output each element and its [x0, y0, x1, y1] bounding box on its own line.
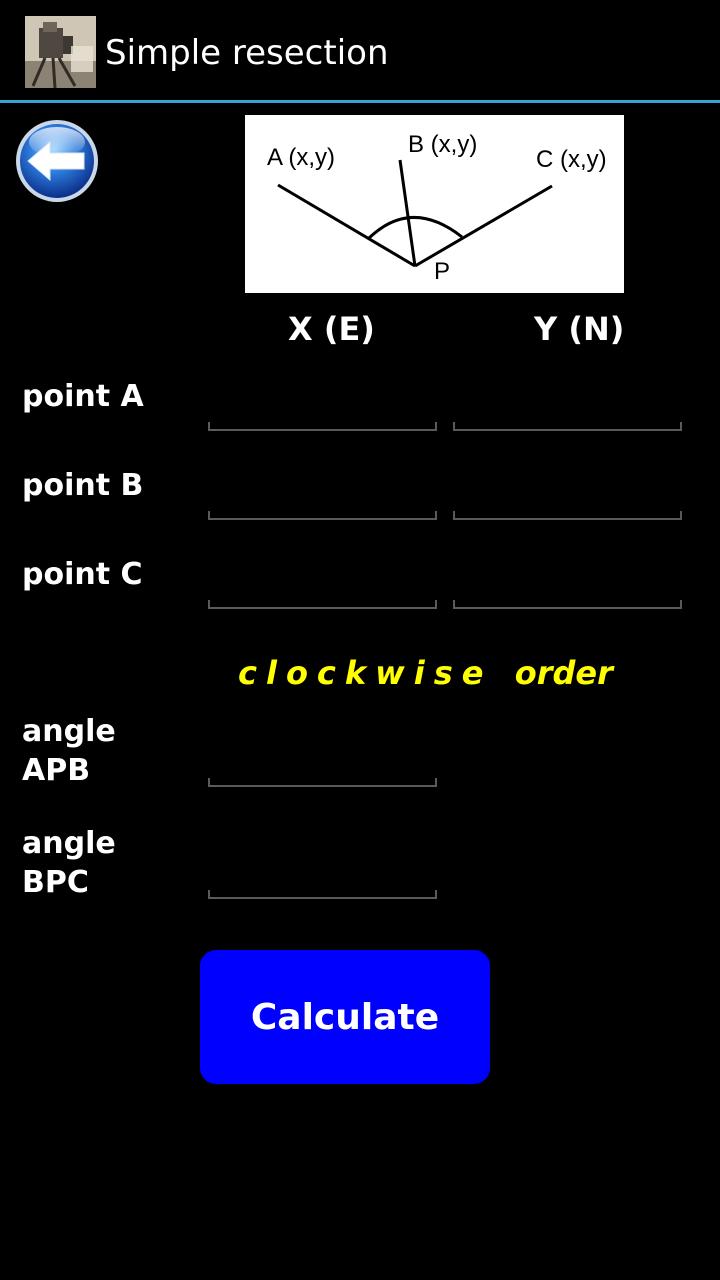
clockwise-order-note: clockwise order: [238, 652, 613, 694]
point-a-label: point A: [22, 379, 144, 414]
point-b-x-input[interactable]: [208, 470, 437, 514]
back-button[interactable]: [14, 118, 100, 204]
point-c-y-field[interactable]: [453, 559, 682, 609]
point-c-x-field[interactable]: [208, 559, 437, 609]
action-bar-divider: [0, 100, 720, 103]
angle-bpc-label-line1: angle: [22, 826, 116, 861]
point-b-x-field[interactable]: [208, 470, 437, 520]
app-title: Simple resection: [105, 33, 389, 73]
angle-bpc-label: angle BPC: [22, 824, 116, 902]
action-bar: Simple resection: [0, 0, 720, 101]
resection-diagram: A (x,y) B (x,y) C (x,y) P: [245, 115, 624, 293]
diagram-label-a: A (x,y): [267, 144, 335, 171]
note-spaced-word: clockwise: [238, 654, 493, 692]
angle-apb-field[interactable]: [208, 737, 437, 787]
column-header-y: Y (N): [534, 310, 625, 348]
point-a-y-field[interactable]: [453, 381, 682, 431]
note-word: order: [514, 654, 613, 692]
point-a-y-input[interactable]: [453, 381, 682, 425]
angle-apb-label-line1: angle: [22, 714, 116, 749]
angle-apb-input[interactable]: [208, 737, 437, 781]
surveying-instrument-icon: [25, 16, 96, 88]
back-arrow-icon: [16, 120, 98, 202]
angle-apb-label-line2: APB: [22, 753, 91, 788]
point-c-y-input[interactable]: [453, 559, 682, 603]
angle-bpc-label-line2: BPC: [22, 865, 89, 900]
point-a-x-field[interactable]: [208, 381, 437, 431]
column-header-x: X (E): [288, 310, 375, 348]
point-b-y-input[interactable]: [453, 470, 682, 514]
point-b-y-field[interactable]: [453, 470, 682, 520]
angle-bpc-input[interactable]: [208, 849, 437, 893]
angle-bpc-field[interactable]: [208, 849, 437, 899]
diagram-label-b: B (x,y): [408, 131, 477, 158]
point-c-label: point C: [22, 557, 143, 592]
diagram-label-p: P: [434, 258, 450, 285]
point-a-x-input[interactable]: [208, 381, 437, 425]
diagram-label-c: C (x,y): [536, 146, 607, 173]
point-c-x-input[interactable]: [208, 559, 437, 603]
calculate-button[interactable]: Calculate: [200, 950, 490, 1084]
point-b-label: point B: [22, 468, 144, 503]
angle-apb-label: angle APB: [22, 712, 116, 790]
